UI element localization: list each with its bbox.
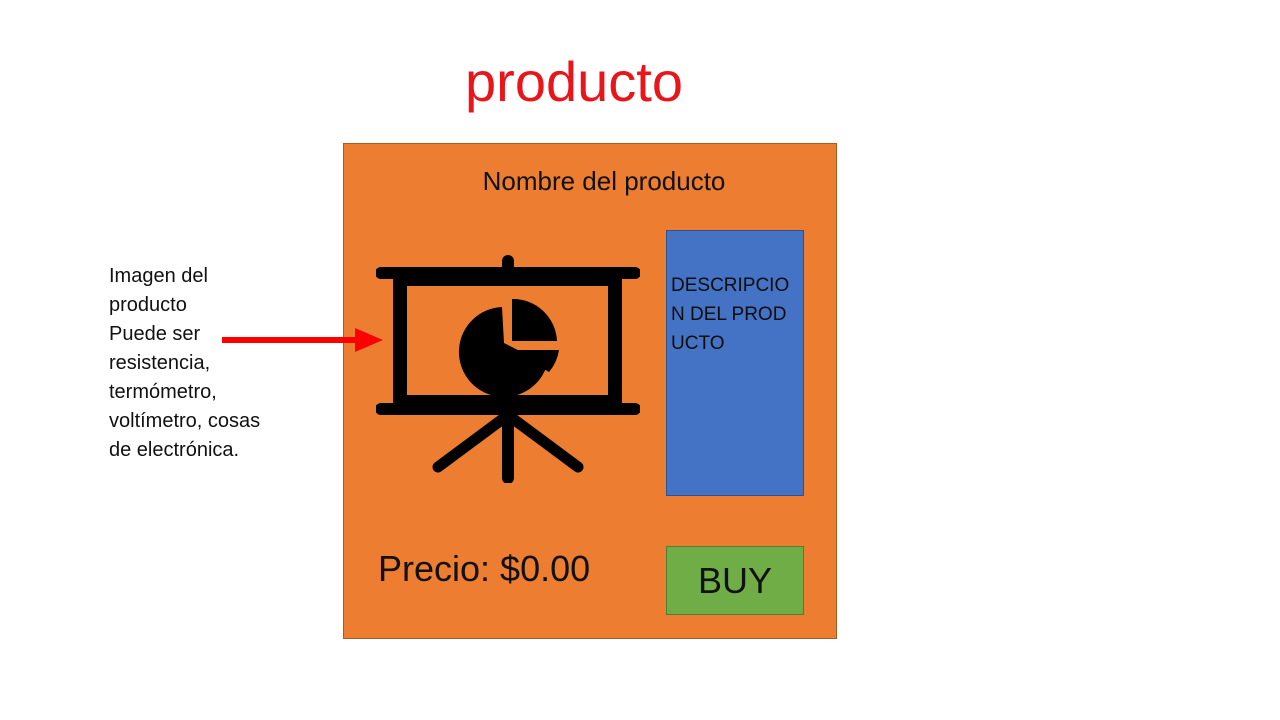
- annotation-line: Imagen del: [109, 265, 208, 287]
- product-card: Nombre del producto DESCRIPCION DEL PROD…: [343, 143, 837, 639]
- annotation-line: Puede ser: [109, 323, 201, 345]
- product-name: Nombre del producto: [482, 166, 726, 196]
- annotation-line: termómetro,: [109, 381, 217, 403]
- annotation-line: voltímetro, cosas: [109, 410, 261, 432]
- buy-button[interactable]: BUY: [666, 546, 804, 615]
- annotation-line: de electrónica.: [109, 439, 240, 461]
- right-arrow-icon: [222, 328, 383, 352]
- annotation-line: producto: [109, 294, 187, 316]
- image-annotation: Imagen del producto Puede ser resistenci…: [109, 262, 294, 465]
- product-description: DESCRIPCION DEL PRODUCTO: [666, 230, 804, 496]
- presentation-pie-chart-icon: [376, 255, 640, 483]
- page-title: producto: [465, 50, 683, 113]
- product-price: Precio: $0.00: [378, 548, 591, 589]
- annotation-line: resistencia,: [109, 352, 211, 374]
